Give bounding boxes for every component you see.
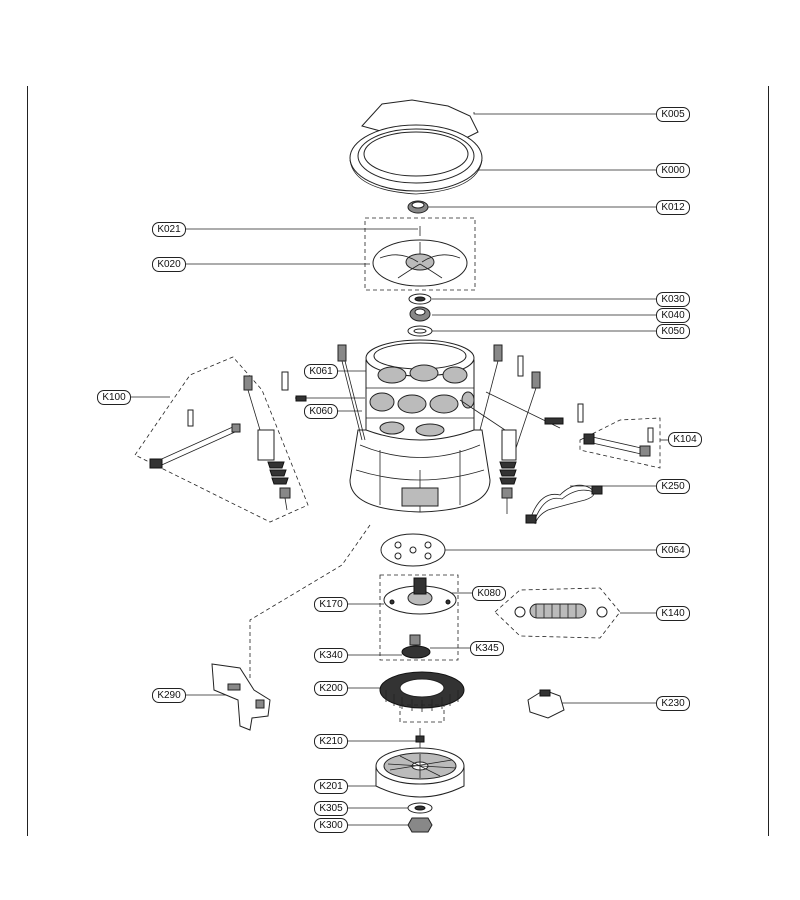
- label-k201: K201: [314, 779, 348, 794]
- motor-rotor: [375, 747, 465, 798]
- label-k021: K021: [152, 222, 186, 237]
- right-border-line: [768, 86, 769, 836]
- label-k100: K100: [97, 390, 131, 405]
- label-k080: K080: [472, 586, 506, 601]
- label-k061: K061: [304, 364, 338, 379]
- label-k030: K030: [656, 292, 690, 307]
- rotor-bolt: [415, 728, 425, 748]
- left-damper-group: [134, 356, 309, 523]
- hub-nut: [407, 200, 429, 214]
- label-k140: K140: [656, 606, 690, 621]
- shaft-washers: [407, 293, 433, 337]
- label-k340: K340: [314, 648, 348, 663]
- label-k040: K040: [656, 308, 690, 323]
- drain-hose-group: [494, 587, 621, 639]
- label-k000: K000: [656, 163, 690, 178]
- rotor-washer-nut: [407, 802, 433, 833]
- pulsator-group: [364, 217, 476, 291]
- tub-bottom-plate: [380, 533, 446, 567]
- wash-tub-assembly: [349, 339, 506, 513]
- left-suspension-rods: [281, 344, 366, 441]
- label-k012: K012: [656, 200, 690, 215]
- motor-stator: [379, 671, 465, 723]
- label-k305: K305: [314, 801, 348, 816]
- label-k064: K064: [656, 543, 690, 558]
- leader-lines: [130, 112, 668, 826]
- label-k005: K005: [656, 107, 690, 122]
- label-k210: K210: [314, 734, 348, 749]
- basket-perforations: [369, 364, 475, 437]
- label-k200: K200: [314, 681, 348, 696]
- wire-harness: [525, 484, 603, 525]
- drain-pump: [527, 689, 565, 719]
- left-border-line: [27, 86, 28, 836]
- right-suspension-rods: [479, 344, 584, 514]
- clutch-group: [379, 574, 459, 661]
- label-k170: K170: [314, 597, 348, 612]
- label-k290: K290: [152, 688, 186, 703]
- label-k300: K300: [314, 818, 348, 833]
- top-balance-ring: [349, 99, 483, 195]
- label-k104: K104: [668, 432, 702, 447]
- label-k230: K230: [656, 696, 690, 711]
- label-k020: K020: [152, 257, 186, 272]
- label-k050: K050: [656, 324, 690, 339]
- right-damper-group: [579, 417, 661, 469]
- drain-motor-bracket: [211, 524, 371, 731]
- label-k250: K250: [656, 479, 690, 494]
- label-k345: K345: [470, 641, 504, 656]
- label-k060: K060: [304, 404, 338, 419]
